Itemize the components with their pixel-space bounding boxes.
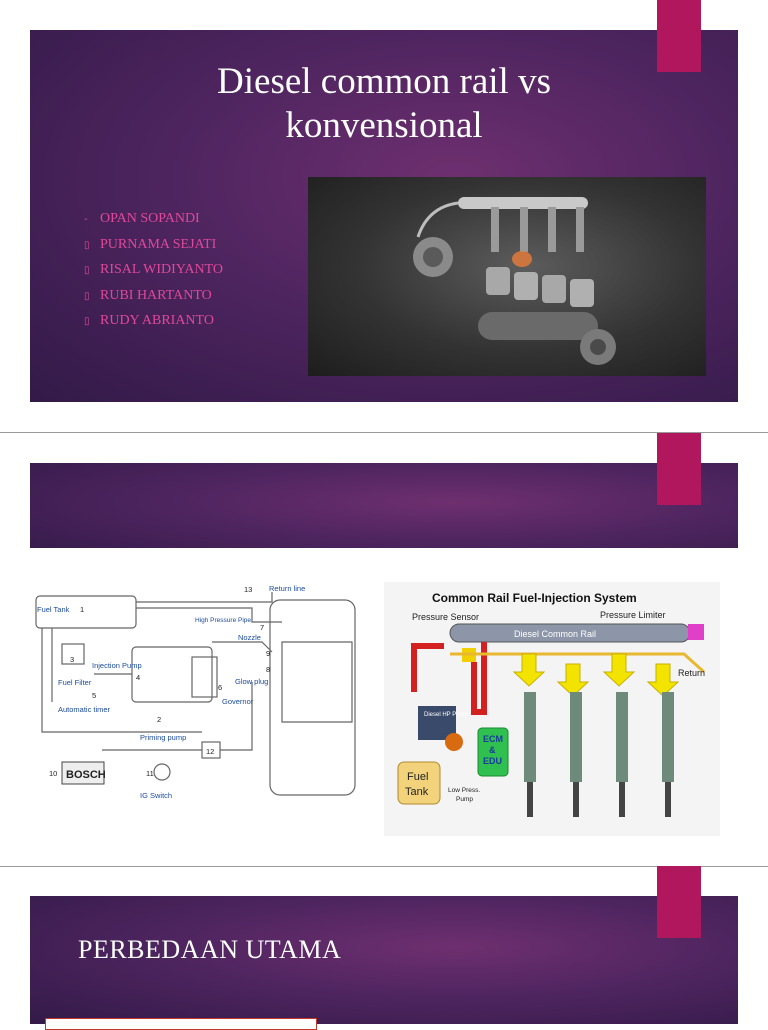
conventional-diagram-svg: BOSCH Fuel Tank 1 13 Return line High Pr… [35,584,356,800]
slide-1-title-line-2: konvensional [285,105,483,146]
common-rail-diagram: Common Rail Fuel-Injection System Pressu… [384,582,720,836]
hp-pump-label: Diesel HP Pump [424,712,469,718]
bullet-marker: ▯ [84,239,90,251]
ecm-label-1: ECM [483,734,503,744]
conventional-diesel-diagram: BOSCH Fuel Tank 1 13 Return line High Pr… [32,582,370,802]
pressure-sensor-label: Pressure Sensor [412,612,479,622]
fuel-tank-line-1: Fuel [407,771,428,783]
automatic-timer-label: Automatic timer [58,705,111,714]
slide-3-heading: PERBEDAAN UTAMA [78,935,342,964]
author-item: ▯ RISAL WIDIYANTO [84,261,223,287]
slide-1-accent-tab [657,0,701,72]
bosch-label: BOSCH [66,769,106,781]
bullet-marker: ▯ [84,316,90,327]
label-12: 12 [206,747,214,756]
pressure-limiter-label: Pressure Limiter [600,610,666,620]
bullet-marker: ▯ [84,290,90,302]
ig-switch-label: IG Switch [140,791,172,800]
slide-3-accent-tab [657,866,701,938]
common-rail-title: Common Rail Fuel-Injection System [432,591,637,605]
engine-photo [308,177,706,376]
bullet-marker: - [84,214,88,225]
ecm-label-2: & [489,745,496,755]
author-name: RUBI HARTANTO [100,287,212,303]
engine-illustration [413,197,616,365]
fuel-tank-line-2: Tank [405,786,429,798]
priming-pump-label: Priming pump [140,733,186,742]
ecm-label-3: EDU [483,756,502,766]
label-8: 8 [266,665,270,674]
label-5: 5 [92,691,96,700]
slide-1-title: Diesel common rail vs konvensional [30,60,738,148]
label-1: 1 [80,605,84,614]
label-4: 4 [136,673,140,682]
slide-3 [30,896,738,1024]
return-label: Return [678,668,705,678]
slide-2-accent-tab [657,433,701,505]
low-press-label-1: Low Press. [448,787,480,794]
fuel-filter-label: Fuel Filter [58,678,92,687]
author-item: ▯ RUDY ABRIANTO [84,312,223,338]
bullet-marker: ▯ [84,265,90,276]
label-13: 13 [244,585,252,594]
author-item: ▯ RUBI HARTANTO [84,287,223,313]
label-6: 6 [218,683,222,692]
label-11: 11 [146,769,154,778]
rail-label: Diesel Common Rail [514,629,596,639]
author-item: - OPAN SOPANDI [84,210,223,236]
slide-1-title-line-1: Diesel common rail vs [217,61,551,102]
label-2: 2 [157,715,161,724]
author-list: - OPAN SOPANDI ▯ PURNAMA SEJATI ▯ RISAL WID… [84,210,223,338]
slide-divider [0,432,768,433]
author-name: RUDY ABRIANTO [100,313,214,328]
common-rail-diagram-svg: Common Rail Fuel-Injection System Pressu… [397,591,705,817]
author-name: OPAN SOPANDI [100,211,200,226]
slide-divider [0,866,768,867]
fuel-tank-label: Fuel Tank [37,605,70,614]
author-name: RISAL WIDIYANTO [100,262,224,277]
label-9: 9 [266,649,270,658]
label-3: 3 [70,655,74,664]
high-pressure-pipe-label: High Pressure Pipe [195,617,251,624]
governor-label: Governor [222,697,254,706]
nozzle-label: Nozzle [238,633,261,642]
return-line-label: Return line [269,584,305,593]
author-name: PURNAMA SEJATI [100,236,217,252]
injection-pump-label: Injection Pump [92,661,142,670]
comparison-table-edge [45,1018,317,1030]
author-item: ▯ PURNAMA SEJATI [84,236,223,262]
label-7: 7 [260,623,264,632]
glow-plug-label: Glow plug [235,677,268,686]
label-10: 10 [49,769,57,778]
low-press-label-2: Pump [456,796,473,803]
slide-2 [30,463,738,561]
